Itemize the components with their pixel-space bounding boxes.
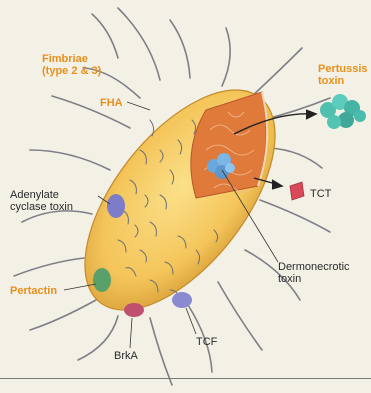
label-fimbriae: Fimbriae (type 2 & 3)	[42, 53, 101, 77]
label-fha: FHA	[100, 97, 123, 109]
label-dermonecrotic-line2: toxin	[278, 273, 350, 285]
label-brka: BrkA	[114, 350, 138, 362]
label-pertussis-line1: Pertussis	[318, 63, 368, 75]
label-pertactin: Pertactin	[10, 285, 57, 297]
label-pertussis-toxin: Pertussis toxin	[318, 63, 368, 87]
label-tcf: TCF	[196, 336, 217, 348]
label-fimbriae-line2: (type 2 & 3)	[42, 65, 101, 77]
adenylate-cyclase-toxin-icon	[107, 194, 125, 218]
label-dermonecrotic-line1: Dermonecrotic	[278, 261, 350, 273]
label-fimbriae-line1: Fimbriae	[42, 53, 101, 65]
pertactin-icon	[93, 268, 111, 292]
brka-icon	[124, 303, 144, 317]
tcf-icon	[172, 292, 192, 308]
label-adenylate-cyclase-toxin: Adenylate cyclase toxin	[10, 189, 73, 213]
label-adenylate-line2: cyclase toxin	[10, 201, 73, 213]
label-tct: TCT	[310, 188, 331, 200]
bottom-divider	[0, 378, 371, 379]
label-dermonecrotic-toxin: Dermonecrotic toxin	[278, 261, 350, 285]
tct-icon	[290, 182, 304, 200]
label-adenylate-line1: Adenylate	[10, 189, 73, 201]
label-pertussis-line2: toxin	[318, 75, 368, 87]
